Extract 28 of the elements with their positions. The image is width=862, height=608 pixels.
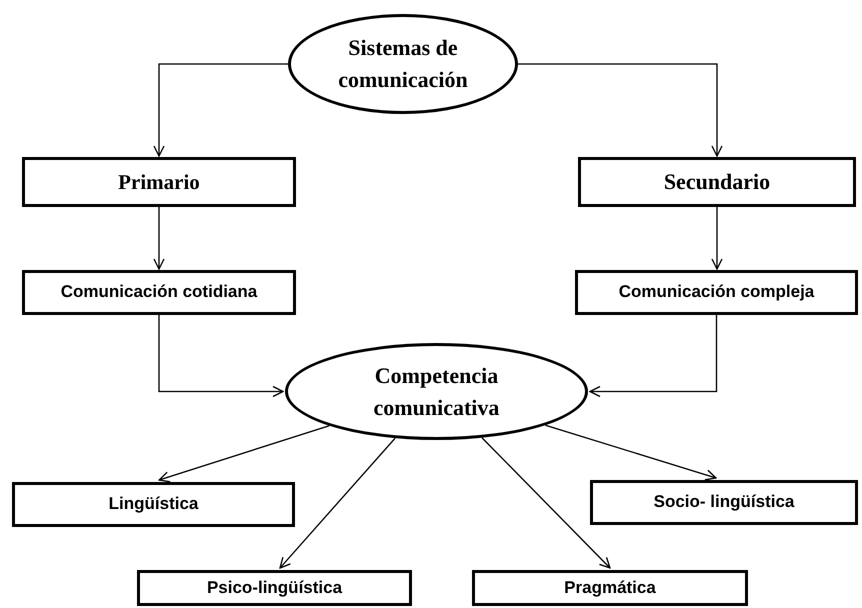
node-label: Socio- lingüística — [652, 491, 796, 514]
arrow — [589, 315, 718, 398]
arrow — [545, 424, 717, 480]
node-label: Comunicación compleja — [618, 281, 816, 304]
node-label: Comunicación cotidiana — [60, 281, 258, 304]
process-box — [22, 270, 296, 315]
process-box — [137, 570, 412, 606]
arrow — [158, 425, 330, 482]
process-box — [590, 480, 858, 525]
node-label: Sistemas de comunicación — [337, 34, 469, 94]
arrow — [158, 315, 284, 398]
node-label: Lingüística — [108, 493, 200, 516]
process-box — [472, 570, 748, 606]
process-box — [578, 157, 856, 207]
node-label: Primario — [117, 168, 201, 196]
node-label: Secundario — [662, 168, 772, 196]
process-box — [575, 270, 858, 315]
process-box — [12, 482, 295, 527]
arrow — [518, 63, 723, 157]
arrow — [711, 207, 723, 270]
node-label: Pragmática — [563, 576, 657, 599]
node-label: Competencia comunicativa — [372, 362, 500, 422]
arrow — [153, 207, 165, 270]
process-box — [22, 157, 296, 207]
node-label: Psico-lingüística — [206, 576, 344, 599]
arrow — [153, 63, 288, 157]
arrow — [279, 438, 396, 569]
arrow — [482, 437, 611, 569]
